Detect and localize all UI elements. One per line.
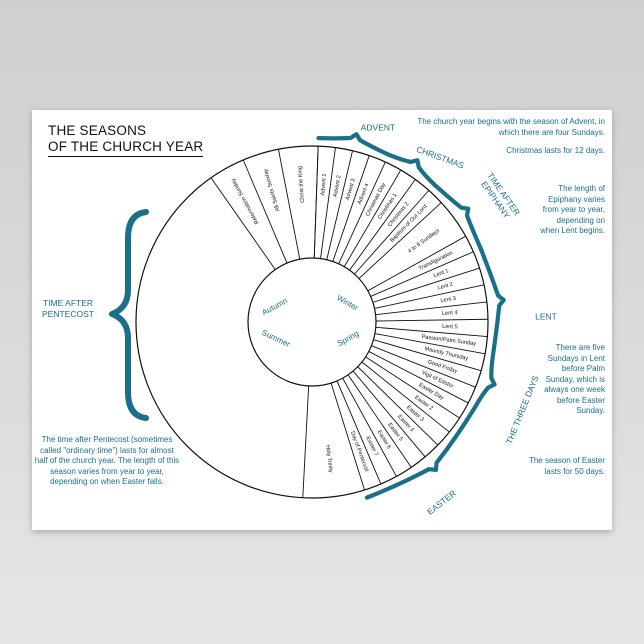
segment-label: Reformation Sunday (230, 177, 260, 225)
quarter-label: Spring (336, 329, 361, 348)
season-label-easter: EASTER (425, 488, 458, 517)
spoke (373, 339, 482, 372)
spoke (354, 190, 430, 275)
spoke (338, 161, 386, 265)
poster: THE SEASONS OF THE CHURCH YEAR Advent 1 A… (32, 110, 612, 530)
spoke (277, 149, 301, 260)
quarter-label: Autumn (260, 296, 289, 317)
note-pentecost: The time after Pentecost (sometimes call… (34, 435, 180, 486)
spoke (375, 326, 488, 338)
note-easter: The season of Easter lasts for 50 days. (528, 456, 605, 476)
season-label-advent: ADVENT (361, 122, 395, 132)
spoke (370, 251, 474, 297)
segment-label: Advent 1 (320, 173, 328, 196)
segment-label: Transfiguration (418, 250, 454, 272)
spoke (365, 356, 460, 419)
segment-label: All Saints Sunday (263, 168, 282, 212)
spoke (367, 235, 466, 292)
segment-label: Easter 3 (405, 405, 425, 423)
spoke (326, 150, 353, 260)
note-advent: The church year begins with the season o… (417, 117, 605, 137)
spoke (349, 179, 416, 271)
season-label-christmas: CHRISTMAS (415, 144, 466, 171)
brace-pentecost (109, 209, 149, 421)
spoke (352, 370, 426, 458)
segment-label: 4 to 8 Sundays (407, 228, 441, 255)
spoke (320, 147, 336, 259)
segment-label: Good Friday (427, 359, 458, 375)
poster-title: THE SEASONS OF THE CHURCH YEAR (48, 123, 204, 157)
title-line-2: OF THE CHURCH YEAR (48, 139, 204, 157)
segment-label: Lent 4 (442, 310, 458, 317)
spoke (332, 155, 370, 262)
segment-label: Christ the King (297, 166, 306, 203)
spoke (343, 169, 402, 267)
segment-label: Easter 7 (364, 436, 378, 457)
spoke (361, 361, 450, 433)
segment-label: Lent 2 (437, 282, 454, 292)
spoke (210, 177, 276, 270)
quarter-label: Winter (335, 293, 360, 313)
quarter-label: Summer (260, 328, 292, 349)
outer-ring (135, 145, 489, 499)
segment-label: Advent 3 (345, 178, 357, 201)
brace-christmas (386, 152, 437, 187)
segment-label: Lent 3 (440, 296, 456, 304)
spoke (302, 385, 310, 498)
season-label-epiphany: TIME AFTEREPIPHANY (477, 171, 522, 223)
segment-label: Easter 4 (396, 414, 415, 433)
brace-lent (478, 246, 506, 358)
segment-label: Lent 5 (442, 324, 458, 331)
season-label-lent: LENT (535, 311, 557, 321)
spoke (374, 333, 486, 355)
brace-easter (364, 404, 478, 500)
spoke (330, 382, 365, 491)
spoke (374, 284, 485, 309)
season-label-three-days: THE THREE DAYS (504, 374, 541, 446)
spoke (375, 318, 488, 322)
note-christmas: Christmas lasts for 12 days. (506, 146, 605, 155)
spoke (313, 146, 319, 259)
segment-label: Easter 2 (413, 395, 433, 412)
spoke (347, 374, 412, 468)
note-epiphany: The length of Epiphany varies from year … (540, 184, 605, 235)
segment-label: Easter 5 (386, 422, 403, 442)
spoke (372, 267, 480, 303)
inner-circle (247, 257, 377, 387)
segment-label: Passion/Palm Sunday (421, 334, 476, 347)
segment-label: Holy Trinity (324, 445, 333, 473)
spoke (375, 301, 487, 316)
spoke (357, 366, 439, 446)
brace-three-days (473, 353, 497, 409)
spoke (371, 345, 476, 388)
spoke (336, 380, 382, 485)
segment-label: Easter 6 (376, 429, 392, 450)
spoke (242, 159, 288, 264)
segment-label: Advent 2 (333, 175, 343, 198)
title-line-1: THE SEASONS (48, 123, 147, 138)
spoke (368, 351, 469, 404)
spoke (342, 377, 397, 477)
spoke (358, 202, 442, 279)
brace-epiphany (432, 182, 483, 251)
note-lent: There are five Sundays in Lent before Pa… (544, 343, 605, 415)
segment-label: Lent 1 (433, 268, 450, 279)
brace-advent (316, 132, 391, 157)
